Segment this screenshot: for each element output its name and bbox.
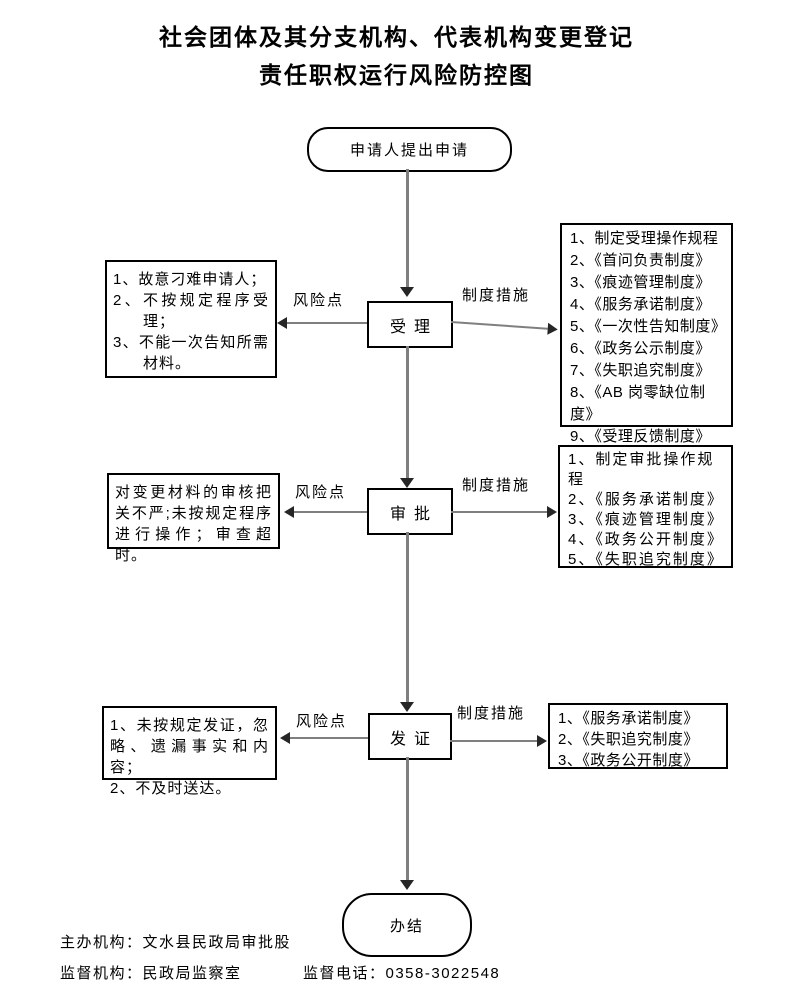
arrow-accept-to-risk: [277, 316, 367, 329]
arrow-shaft: [405, 169, 409, 287]
arrow-approve-to-issue: [400, 532, 414, 712]
arrowhead-right-icon: [537, 734, 547, 747]
measure-item: 7、《失职追究制度》: [570, 362, 711, 379]
risk-item: 2、不按规定程序受理；: [113, 292, 269, 330]
measure-box-approve: 1、制定审批操作规程 2、《服务承诺制度》 3、《痕迹管理制度》 4、《政务公开…: [558, 445, 733, 568]
arrow-issue-to-measures: [450, 734, 547, 747]
node-accept: 受理: [367, 301, 453, 348]
start-label: 申请人提出申请: [349, 142, 469, 159]
measure-item: 3、《痕迹管理制度》: [568, 511, 724, 528]
arrow-shaft: [451, 510, 547, 513]
arrow-shaft: [405, 757, 409, 880]
arrow-shaft: [450, 320, 548, 330]
arrow-shaft: [405, 532, 409, 702]
measure-item: 1、制定受理操作规程: [570, 230, 719, 247]
arrowhead-left-icon: [280, 731, 290, 744]
measure-item: 3、《痕迹管理制度》: [570, 274, 711, 291]
node-start: 申请人提出申请: [307, 127, 512, 172]
measure-item: 1、《服务承诺制度》: [558, 710, 699, 727]
arrowhead-left-icon: [277, 316, 287, 329]
arrow-issue-to-finish: [400, 757, 414, 890]
arrow-accept-to-approve: [400, 346, 414, 488]
measure-item: 2、《失职追究制度》: [558, 731, 699, 748]
risk-item: 1、未按规定发证，忽略、遗漏事实和内容；: [110, 717, 269, 776]
node-approve-label: 审批: [389, 505, 438, 523]
arrowhead-down-icon: [400, 478, 414, 488]
arrow-shaft: [405, 346, 409, 478]
arrowhead-right-icon: [547, 505, 557, 518]
measure-label-approve: 制度措施: [462, 477, 531, 494]
arrowhead-right-icon: [547, 322, 559, 335]
risk-box-accept: 1、故意刁难申请人； 2、不按规定程序受理； 3、不能一次告知所需材料。: [105, 260, 277, 378]
measure-item: 4、《政务公开制度》: [568, 531, 724, 548]
arrowhead-down-icon: [400, 880, 414, 890]
node-approve: 审批: [367, 488, 453, 535]
measure-box-accept: 1、制定受理操作规程 2、《首问负责制度》 3、《痕迹管理制度》 4、《服务承诺…: [560, 223, 733, 445]
arrow-issue-to-risk: [280, 731, 368, 744]
footer-supervisor-org: 监督机构：民政局监察室: [60, 965, 242, 982]
arrowhead-down-icon: [400, 702, 414, 712]
arrow-shaft: [450, 739, 537, 742]
risk-label-approve: 风险点: [295, 484, 347, 501]
measure-label-accept: 制度措施: [462, 287, 531, 304]
footer-host-org: 主办机构：文水县民政局审批股: [60, 934, 292, 951]
measure-item: 2、《首问负责制度》: [570, 252, 711, 269]
arrowhead-left-icon: [284, 505, 294, 518]
measure-item: 1、制定审批操作规程: [568, 451, 715, 488]
measure-item: 3、《政务公开制度》: [558, 752, 699, 769]
risk-item: 1、故意刁难申请人；: [113, 271, 267, 288]
measure-item: 8、《AB 岗零缺位制度》: [570, 384, 706, 423]
risk-box-issue: 1、未按规定发证，忽略、遗漏事实和内容； 2、不及时送达。: [102, 706, 277, 797]
measure-label-issue: 制度措施: [457, 705, 526, 722]
arrow-shaft: [287, 321, 367, 324]
measure-item: 5、《失职追究制度》: [568, 551, 724, 568]
measure-item: 4、《服务承诺制度》: [570, 296, 711, 313]
title-line-2: 责任职权运行风险防控图: [259, 62, 534, 88]
arrow-shaft: [290, 736, 368, 739]
node-issue: 发证: [368, 713, 452, 760]
arrow-shaft: [294, 510, 367, 513]
title-line-1: 社会团体及其分支机构、代表机构变更登记: [159, 24, 634, 50]
risk-item: 对变更材料的审核把关不严;未按规定程序进行操作；审查超时。: [115, 484, 272, 564]
arrow-accept-to-measures: [450, 315, 559, 335]
finish-label: 办结: [389, 917, 424, 935]
measure-item: 6、《政务公示制度》: [570, 340, 711, 357]
measure-item: 9、《受理反馈制度》: [570, 428, 711, 445]
risk-item: 2、不及时送达。: [110, 780, 232, 797]
risk-item: 3、不能一次告知所需材料。: [113, 334, 269, 372]
node-accept-label: 受理: [389, 318, 438, 336]
risk-box-approve: 对变更材料的审核把关不严;未按规定程序进行操作；审查超时。: [107, 473, 280, 564]
measure-item: 5、《一次性告知制度》: [570, 318, 727, 335]
arrow-approve-to-measures: [451, 505, 557, 518]
page-title: 社会团体及其分支机构、代表机构变更登记 责任职权运行风险防控图: [0, 18, 793, 94]
measure-item: 2、《服务承诺制度》: [568, 491, 724, 508]
node-finish: 办结: [342, 893, 472, 957]
risk-label-accept: 风险点: [293, 292, 345, 309]
measure-box-issue: 1、《服务承诺制度》 2、《失职追究制度》 3、《政务公开制度》: [548, 703, 728, 769]
arrowhead-down-icon: [400, 287, 414, 297]
footer-supervision-phone: 监督电话：0358-3022548: [303, 965, 501, 982]
arrow-approve-to-risk: [284, 505, 367, 518]
node-issue-label: 发证: [389, 730, 438, 748]
arrow-start-to-accept: [400, 169, 414, 297]
risk-label-issue: 风险点: [296, 713, 348, 730]
